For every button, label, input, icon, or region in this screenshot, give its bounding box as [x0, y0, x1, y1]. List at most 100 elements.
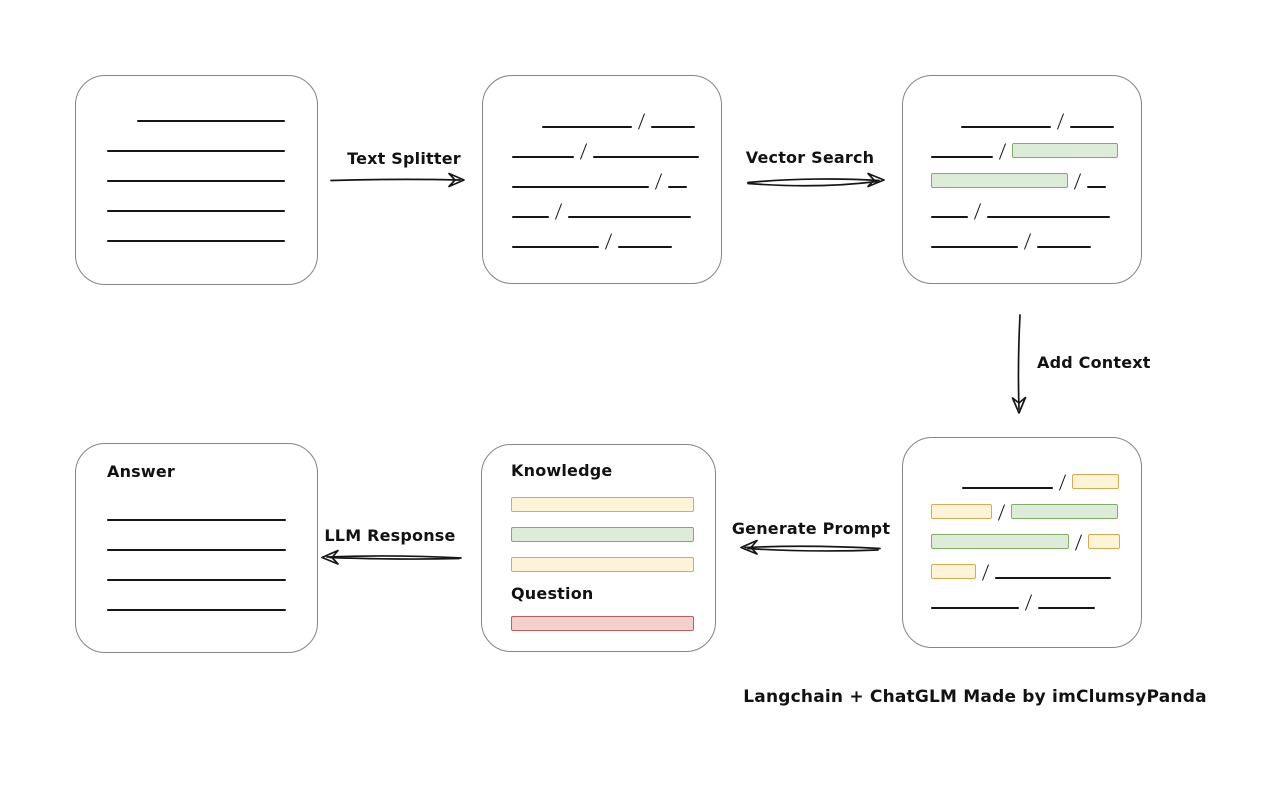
text-line — [137, 120, 285, 122]
text-line — [512, 216, 549, 218]
sketch-row — [511, 615, 715, 631]
llm-response-arrow — [321, 549, 462, 565]
slash-separator — [654, 173, 663, 190]
context-chunks-box — [902, 437, 1142, 648]
caption: Langchain + ChatGLM Made by imClumsyPand… — [743, 687, 1207, 707]
text-line — [651, 126, 695, 128]
text-line — [987, 216, 1110, 218]
text-line — [512, 186, 649, 188]
sketch-row — [512, 142, 721, 160]
vector-matches-rows — [931, 112, 1141, 250]
text-line — [593, 156, 699, 158]
text-line — [1070, 126, 1114, 128]
yellow-highlight-bar — [511, 557, 694, 572]
text-line — [995, 577, 1111, 579]
slash-separator — [637, 113, 646, 130]
vector-search-label: Vector Search — [745, 148, 875, 167]
sketch-row — [931, 503, 1141, 521]
slash-separator — [1074, 534, 1083, 551]
text-line — [1037, 246, 1091, 248]
text-line — [107, 210, 285, 212]
vector-matches-box — [902, 75, 1142, 284]
sketch-row — [931, 142, 1141, 160]
vector-search-arrow — [747, 172, 885, 188]
text-line — [668, 186, 687, 188]
text-line — [107, 579, 286, 581]
split-text-rows — [512, 112, 721, 250]
sketch-row — [511, 496, 715, 512]
sketch-row — [931, 112, 1141, 130]
slash-separator — [604, 233, 613, 250]
document-lines — [107, 106, 317, 242]
sketch-row — [107, 595, 317, 611]
slash-separator — [1073, 173, 1082, 190]
answer-lines — [107, 505, 317, 611]
yellow-highlight-bar — [1088, 534, 1120, 549]
yellow-highlight-bar — [931, 564, 976, 579]
split-text-box — [482, 75, 722, 284]
indent-spacer — [512, 127, 542, 128]
sketch-row — [107, 136, 317, 152]
text-splitter-label: Text Splitter — [347, 149, 461, 168]
slash-separator — [973, 203, 982, 220]
sketch-row — [511, 556, 715, 572]
slash-separator — [998, 143, 1007, 160]
sketch-row — [931, 593, 1141, 611]
text-line — [1087, 186, 1106, 188]
generate-prompt-label: Generate Prompt — [731, 519, 891, 538]
red-highlight-bar — [511, 616, 694, 631]
generate-prompt-arrow — [740, 539, 881, 555]
context-chunks-rows — [931, 473, 1141, 611]
indent-spacer — [107, 121, 137, 122]
green-highlight-bar — [931, 173, 1068, 188]
slash-separator — [554, 203, 563, 220]
text-line — [961, 126, 1051, 128]
slash-separator — [1056, 113, 1065, 130]
document-box — [75, 75, 318, 285]
add-context-arrow — [1011, 314, 1027, 414]
text-line — [107, 549, 286, 551]
answer-box: Answer — [75, 443, 318, 653]
sketch-row — [512, 202, 721, 220]
yellow-highlight-bar — [511, 497, 694, 512]
slash-separator — [579, 143, 588, 160]
sketch-row — [931, 473, 1141, 491]
text-line — [962, 487, 1053, 489]
slash-separator — [981, 564, 990, 581]
text-line — [512, 246, 599, 248]
text-line — [931, 156, 993, 158]
indent-spacer — [931, 488, 962, 489]
sketch-row — [512, 172, 721, 190]
text-line — [107, 240, 285, 242]
green-highlight-bar — [1012, 143, 1118, 158]
knowledge-bars — [511, 496, 715, 572]
text-line — [568, 216, 691, 218]
yellow-highlight-bar — [931, 504, 992, 519]
text-line — [931, 216, 968, 218]
question-bar-row — [511, 615, 715, 631]
sketch-row — [931, 533, 1141, 551]
question-label: Question — [511, 584, 594, 603]
text-line — [107, 519, 286, 521]
sketch-row — [107, 196, 317, 212]
sketch-row — [107, 535, 317, 551]
green-highlight-bar — [931, 534, 1069, 549]
text-splitter-arrow — [330, 172, 465, 188]
add-context-label: Add Context — [1037, 353, 1151, 372]
text-line — [931, 246, 1018, 248]
llm-response-label: LLM Response — [324, 526, 456, 545]
sketch-row — [931, 172, 1141, 190]
yellow-highlight-bar — [1072, 474, 1119, 489]
sketch-row — [931, 202, 1141, 220]
sketch-row — [931, 232, 1141, 250]
text-line — [107, 180, 285, 182]
sketch-row — [512, 232, 721, 250]
knowledge-label: Knowledge — [511, 461, 613, 480]
sketch-row — [107, 106, 317, 122]
text-line — [1038, 607, 1095, 609]
text-line — [512, 156, 574, 158]
sketch-row — [107, 166, 317, 182]
slash-separator — [1024, 594, 1033, 611]
answer-label: Answer — [107, 462, 176, 481]
